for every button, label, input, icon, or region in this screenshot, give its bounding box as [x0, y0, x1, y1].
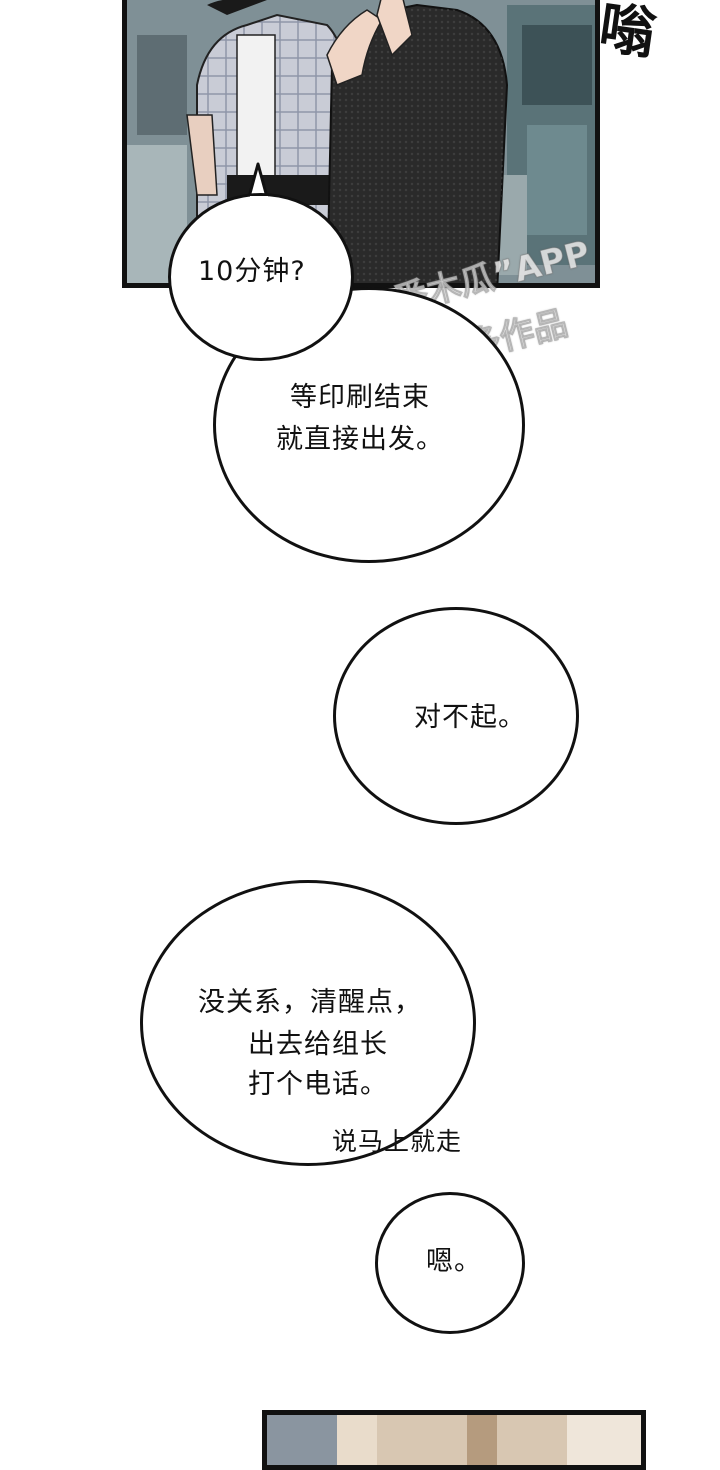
bubble-1-text: 10分钟?	[198, 256, 306, 287]
speech-bubble-1	[168, 193, 354, 361]
sound-effect-text: 嗡	[595, 0, 660, 68]
bubble-2-text-line-1: 等印刷结束	[290, 382, 430, 413]
speech-bubble-3	[333, 607, 579, 825]
bubble-4-text-line-1: 没关系，清醒点，	[198, 987, 422, 1018]
bubble-2-text-line-2: 就直接出发。	[276, 424, 444, 455]
bubble-4-text-line-2: 出去给组长	[248, 1029, 388, 1060]
bubble-4-text-line-3: 打个电话。	[248, 1069, 388, 1100]
speech-bubble-4	[140, 880, 476, 1166]
caption-text: 说马上就走	[332, 1127, 463, 1156]
bubble-3-text: 对不起。	[414, 702, 526, 733]
tail-join	[250, 196, 268, 206]
bubble-6-text: 嗯。	[426, 1246, 482, 1277]
comic-panel-bottom	[262, 1410, 646, 1470]
panel-bottom-illustration	[267, 1415, 641, 1465]
speech-bubble-6	[375, 1192, 525, 1334]
